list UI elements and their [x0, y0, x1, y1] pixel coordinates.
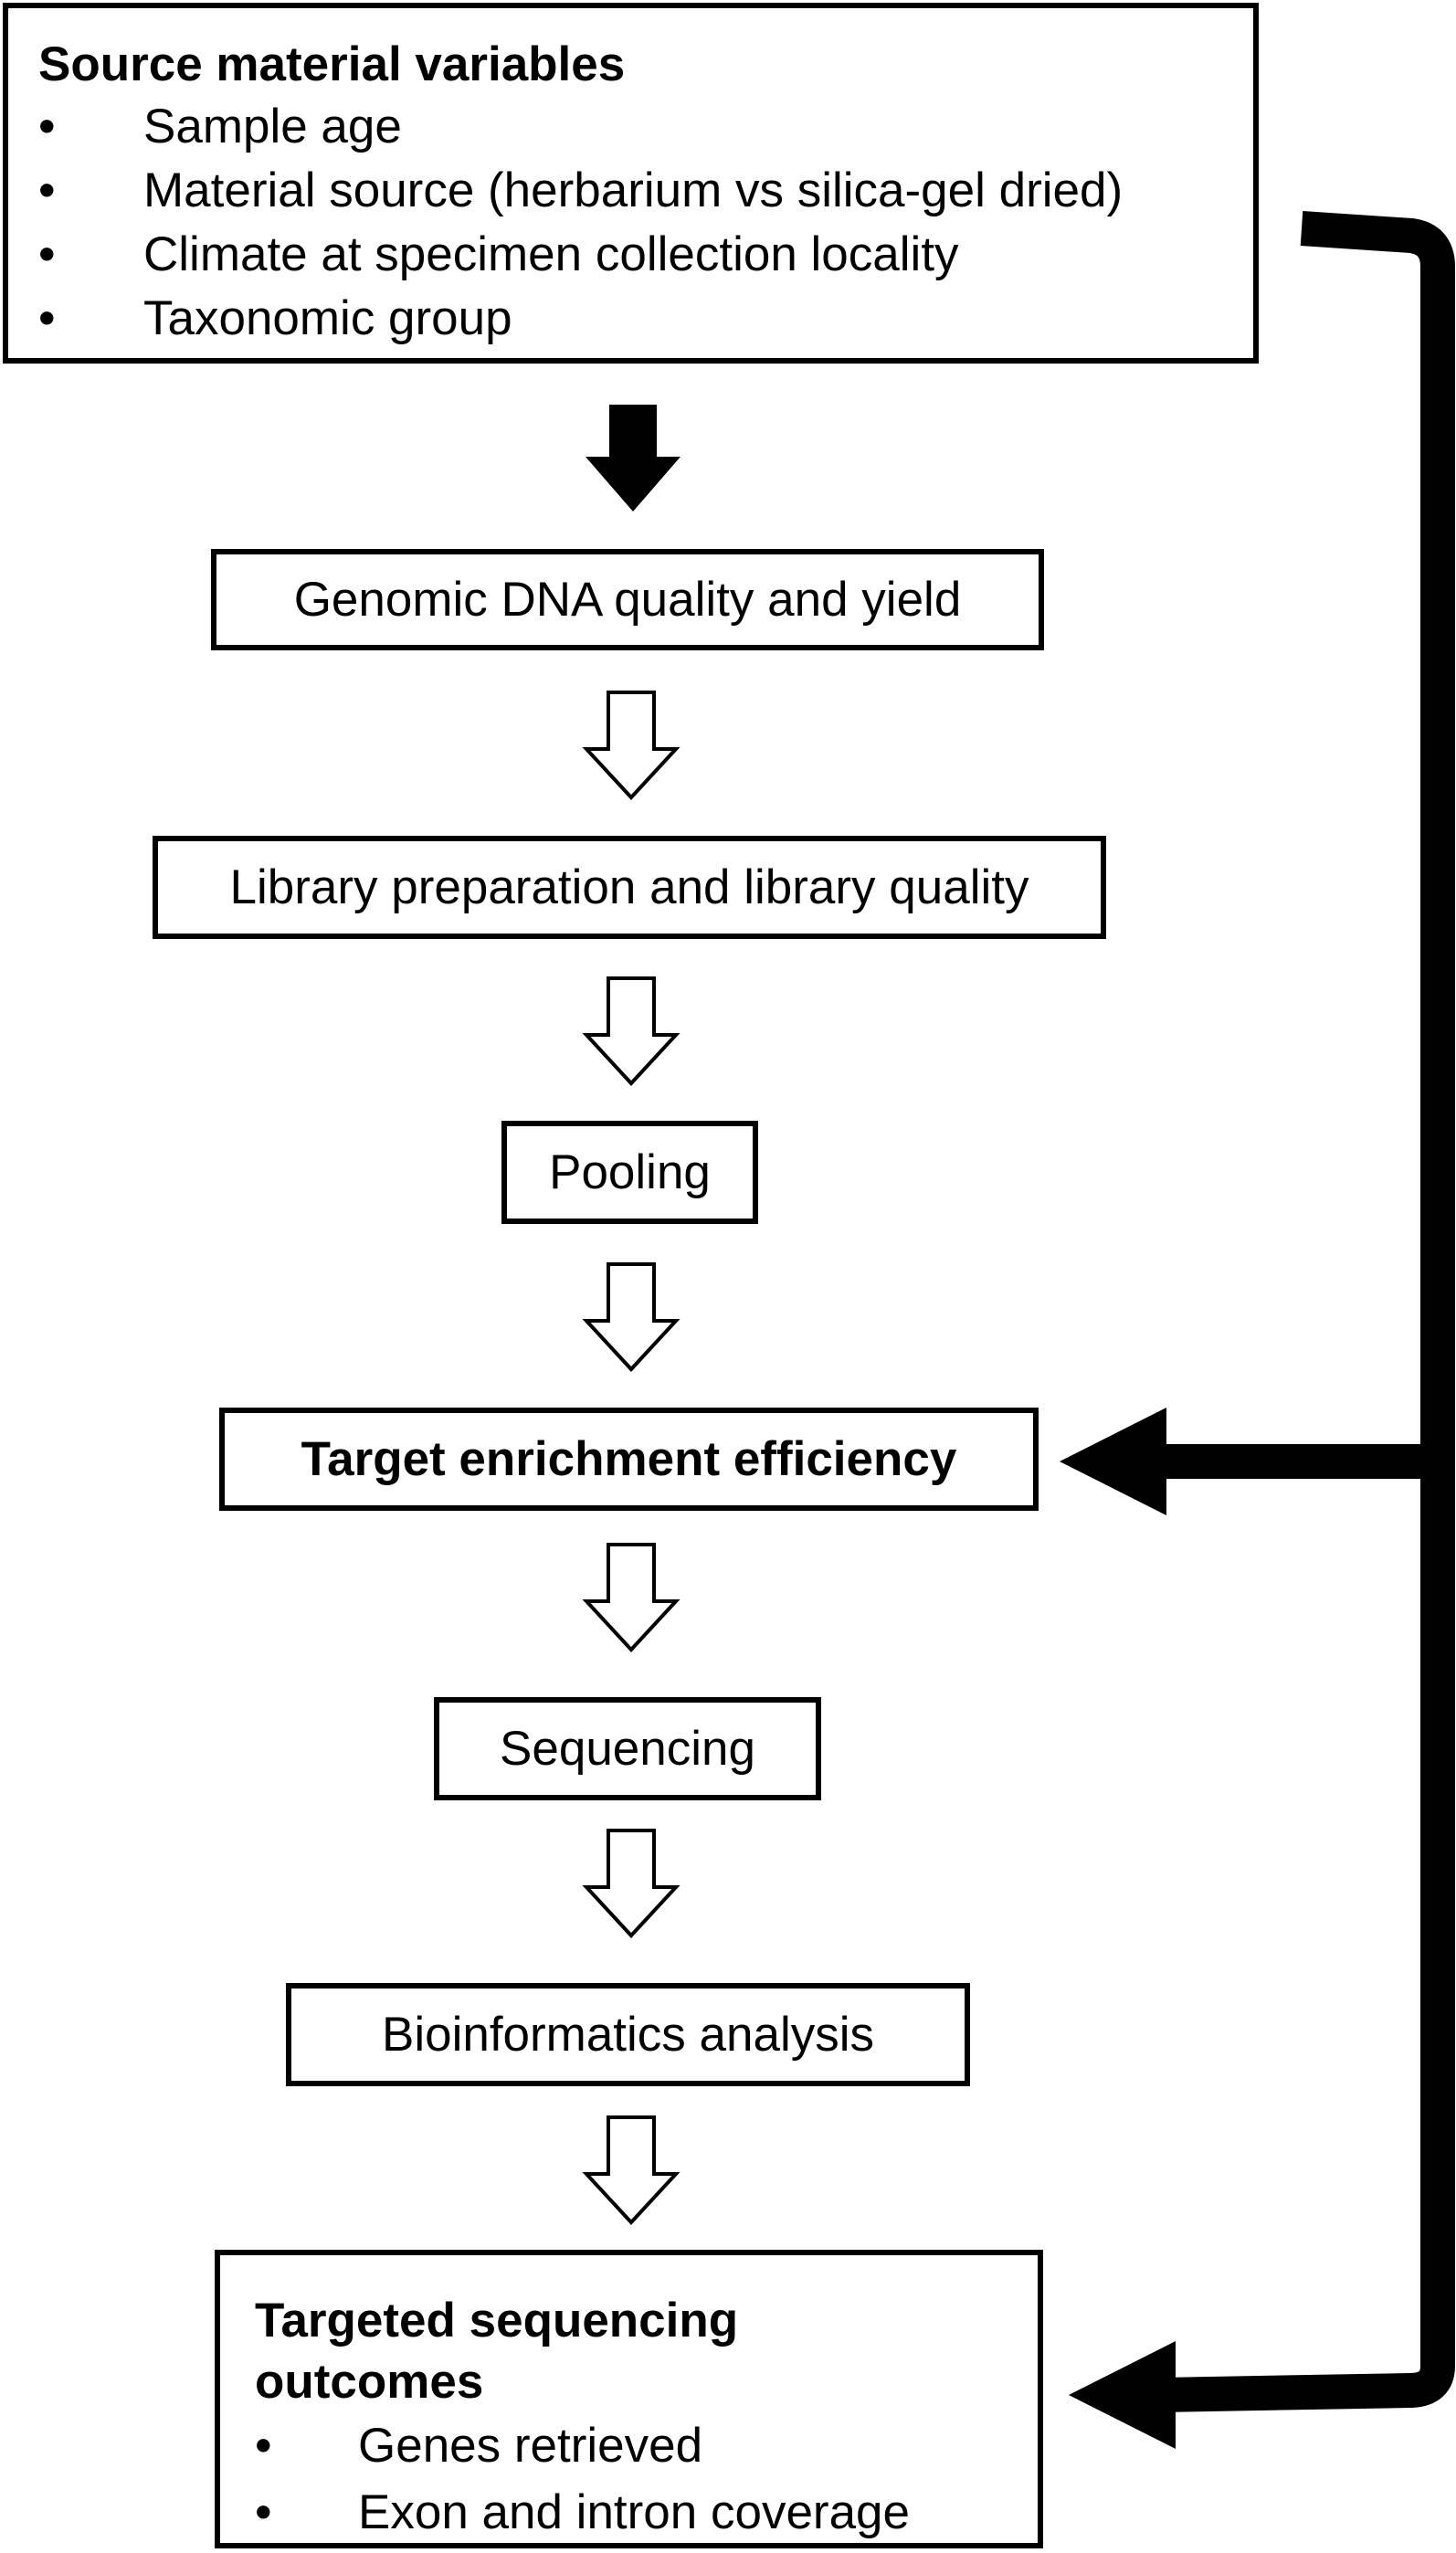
- bullet-dot: •: [38, 291, 56, 345]
- source-material-box: Source material variables • Sample age • M…: [3, 3, 1259, 364]
- step-label: Genomic DNA quality and yield: [293, 573, 962, 627]
- source-material-list: • Sample age • Material source (herbarium …: [38, 95, 1253, 351]
- list-item: • Genes retrieved: [255, 2412, 1038, 2479]
- step-label: Sequencing: [500, 1722, 755, 1776]
- feedback-bracket-line: [1157, 211, 1455, 2412]
- step-target-enrichment: Target enrichment efficiency: [219, 1408, 1039, 1511]
- hollow-down-arrow-2: [582, 976, 681, 1086]
- list-item-label: Taxonomic group: [143, 291, 512, 345]
- list-item: • Exon and intron coverage: [255, 2479, 1038, 2546]
- bullet-dot: •: [38, 164, 56, 217]
- step-label: Bioinformatics analysis: [381, 2008, 875, 2062]
- outcomes-box: Targeted sequencing outcomes • Genes retr…: [215, 2250, 1043, 2548]
- hollow-down-arrow-3: [582, 1262, 681, 1372]
- bullet-dot: •: [38, 227, 56, 281]
- step-genomic-dna: Genomic DNA quality and yield: [211, 549, 1044, 650]
- list-item: • Material source (herbarium vs silica-ge…: [38, 159, 1253, 223]
- hollow-down-arrow-5: [582, 1829, 681, 1938]
- step-library-preparation: Library preparation and library quality: [153, 836, 1106, 939]
- step-bioinformatics: Bioinformatics analysis: [286, 1983, 970, 2086]
- list-item-label: Genes retrieved: [358, 2419, 703, 2473]
- hollow-down-arrow-4: [582, 1543, 681, 1652]
- outcomes-list: • Genes retrieved • Exon and intron covera…: [255, 2412, 1038, 2546]
- bullet-dot: •: [255, 2419, 272, 2473]
- source-material-title: Source material variables: [38, 37, 626, 91]
- list-item: • Sample age: [38, 95, 1253, 159]
- list-item: • Taxonomic group: [38, 287, 1253, 351]
- bullet-dot: •: [38, 100, 56, 153]
- outcomes-title-line2: outcomes: [255, 2355, 484, 2409]
- step-sequencing: Sequencing: [434, 1697, 821, 1800]
- step-pooling: Pooling: [501, 1121, 758, 1224]
- list-item-label: Material source (herbarium vs silica-gel…: [143, 164, 1124, 217]
- outcomes-title-line1: Targeted sequencing: [255, 2294, 739, 2347]
- arrowhead-outcomes: [1069, 2341, 1176, 2449]
- step-label: Target enrichment efficiency: [301, 1432, 957, 1486]
- list-item: • Climate at specimen collection locality: [38, 223, 1253, 287]
- arrowhead-target-enrichment: [1060, 1408, 1166, 1515]
- list-item-label: Exon and intron coverage: [358, 2485, 911, 2539]
- list-item-label: Climate at specimen collection locality: [143, 227, 959, 281]
- solid-down-arrow: [586, 405, 681, 512]
- bullet-dot: •: [255, 2485, 272, 2539]
- hollow-down-arrow-6: [582, 2115, 681, 2225]
- step-label: Library preparation and library quality: [229, 860, 1029, 914]
- hollow-arrows: [582, 691, 681, 2225]
- list-item-label: Sample age: [143, 100, 402, 153]
- step-label: Pooling: [549, 1145, 711, 1199]
- hollow-down-arrow-1: [582, 691, 681, 800]
